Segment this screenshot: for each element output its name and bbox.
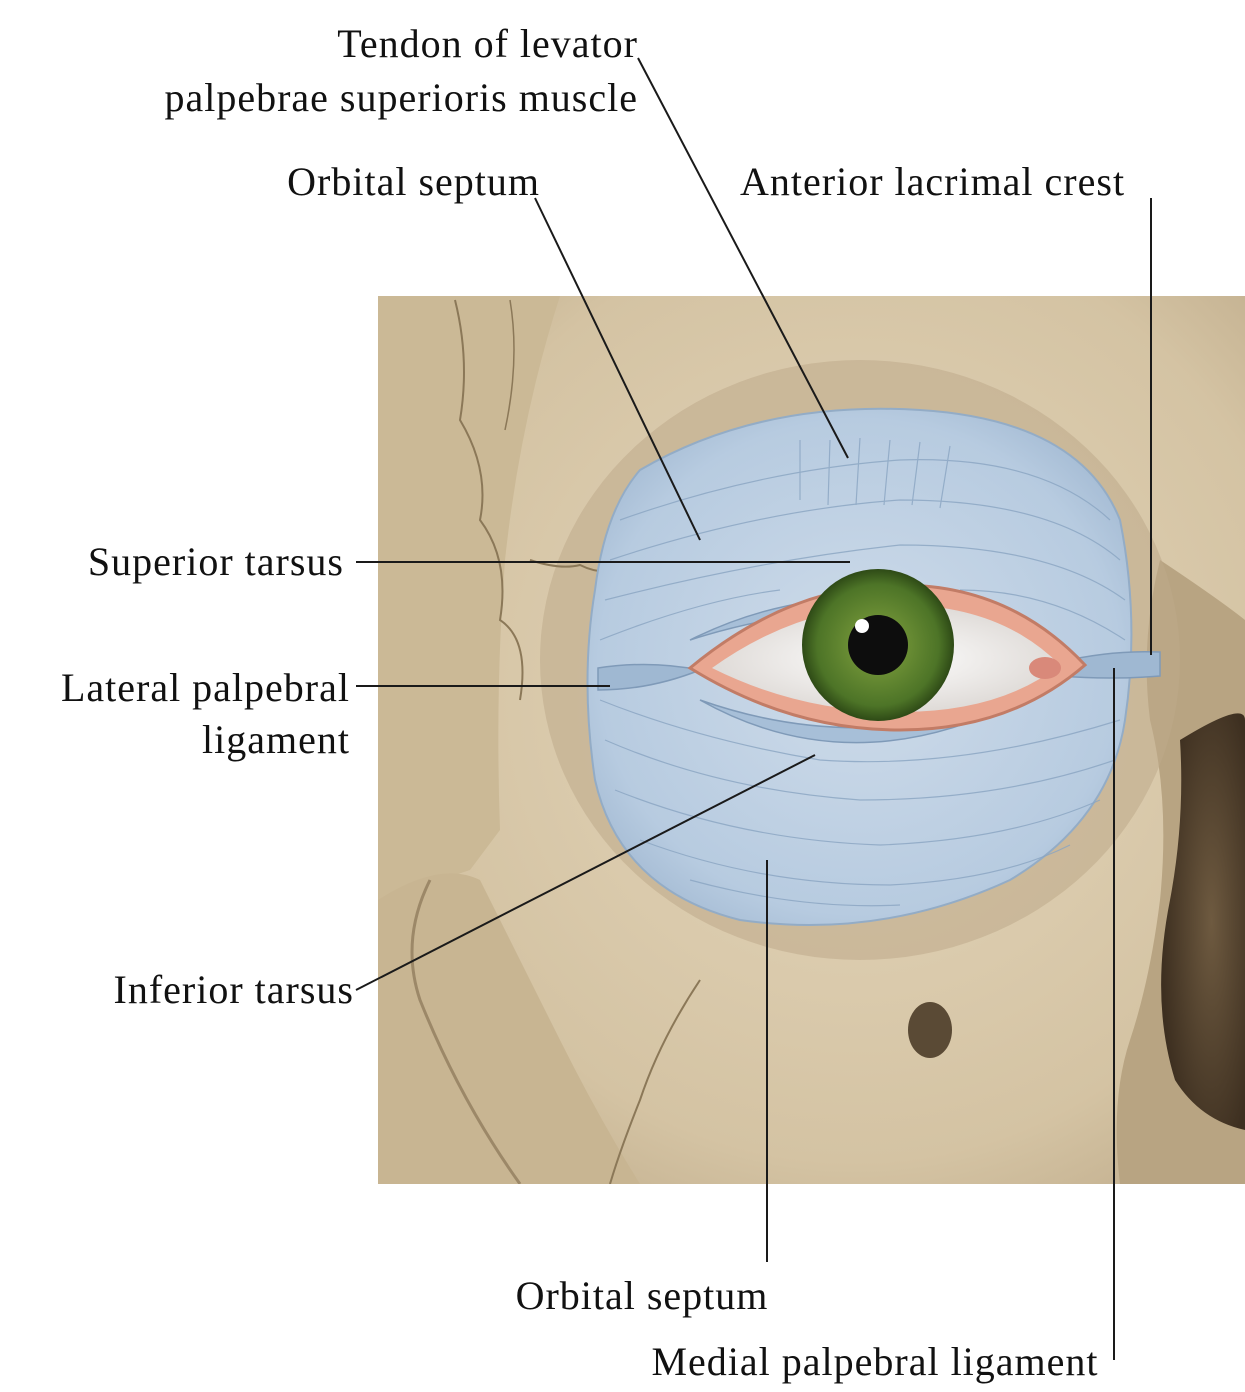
label-medial-palpebral-ligament: Medial palpebral ligament bbox=[600, 1338, 1150, 1386]
lacrimal-caruncle bbox=[1029, 657, 1061, 679]
label-orbital-septum-top: Orbital septum bbox=[230, 158, 540, 206]
label-superior-tarsus: Superior tarsus bbox=[20, 538, 344, 586]
label-lateral-palpebral-line2: ligament bbox=[10, 716, 350, 764]
label-tendon-levator-line1: Tendon of levator bbox=[240, 20, 638, 68]
label-tendon-levator-line2: palpebrae superioris muscle bbox=[60, 74, 638, 122]
label-lateral-palpebral-line1: Lateral palpebral bbox=[10, 664, 350, 712]
label-inferior-tarsus: Inferior tarsus bbox=[20, 966, 354, 1014]
label-orbital-septum-bottom: Orbital septum bbox=[477, 1272, 807, 1320]
label-anterior-lacrimal-crest: Anterior lacrimal crest bbox=[740, 158, 1180, 206]
